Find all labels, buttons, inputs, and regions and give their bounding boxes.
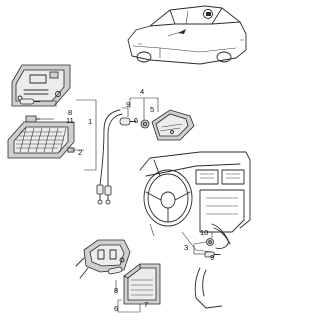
callout-1: 1	[88, 117, 92, 126]
map-light-housing	[151, 109, 195, 141]
callout-6-low: 6	[114, 304, 118, 313]
callout-3: 3	[184, 243, 188, 252]
callout-4: 4	[140, 87, 144, 96]
dome-light-switch	[25, 115, 41, 123]
dome-light-base	[11, 64, 71, 107]
car-illustration	[127, 5, 247, 65]
callout-6-mid: 6	[134, 116, 138, 125]
callout-2: 2	[78, 148, 82, 157]
callout-5: 5	[150, 105, 154, 114]
dome-light-bulb	[19, 98, 41, 105]
map-light-socket	[140, 119, 150, 129]
callout-10: 10	[200, 228, 208, 237]
wire-harness	[96, 109, 123, 205]
courtesy-light-lens	[123, 263, 161, 305]
dome-light-lens	[7, 121, 75, 159]
callout-8-low: 8	[114, 286, 118, 295]
callout-11: 11	[66, 116, 74, 125]
door-switch	[194, 223, 231, 309]
callout-9-low: 9	[210, 253, 214, 262]
leader-lines	[38, 97, 213, 313]
courtesy-light-bulb	[107, 266, 123, 275]
dashboard-illustration	[139, 151, 251, 253]
parts-diagram: 8 11 1 2 4 9 5 6 10 3 9 8 7 6	[7, 5, 251, 313]
callout-labels: 8 11 1 2 4 9 5 6 10 3 9 8 7 6	[66, 87, 214, 313]
callout-9-mid: 9	[126, 100, 130, 109]
callout-8-top: 8	[68, 108, 72, 117]
callout-7: 7	[144, 300, 148, 309]
courtesy-light-socket	[75, 239, 131, 279]
map-light-bulb	[119, 117, 137, 126]
